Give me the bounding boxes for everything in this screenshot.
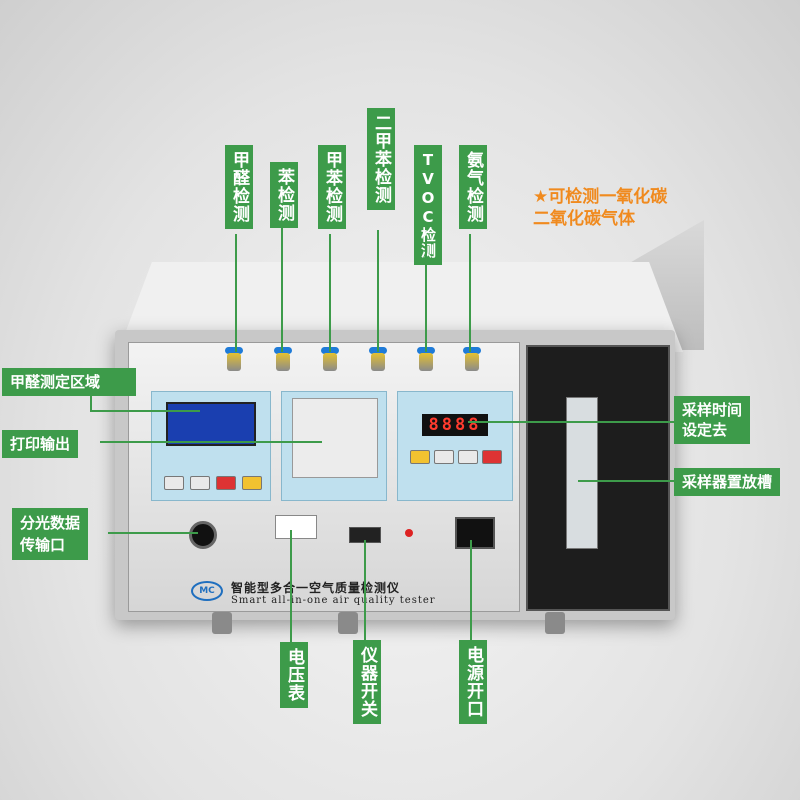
- connector: [425, 238, 427, 352]
- formaldehyde-measure-area: [151, 391, 271, 501]
- brand-name-en: Smart all-in-one air quality tester: [231, 595, 436, 606]
- label-sampling-time-line2: 设定去: [682, 421, 728, 439]
- connector: [329, 234, 331, 352]
- case-foot: [545, 612, 565, 634]
- voltmeter-display: [275, 515, 317, 539]
- connector: [90, 410, 200, 412]
- control-panel: 8888 MC 智能型多合一空气质量检测仪 Smart all-in-one a…: [128, 342, 520, 612]
- formaldehyde-lcd: [166, 402, 256, 446]
- label-toluene: 甲苯检测: [318, 145, 346, 229]
- timer-button[interactable]: [434, 450, 454, 464]
- timer-button[interactable]: [410, 450, 430, 464]
- label-benzene: 苯检测: [270, 162, 298, 228]
- label-voltmeter: 电压表: [280, 642, 308, 708]
- ammonia-inlet[interactable]: [465, 353, 479, 371]
- label-tvoc: TVOC检测: [414, 145, 442, 265]
- brand-logo: MC: [191, 581, 223, 601]
- printer-area: [281, 391, 387, 501]
- label-spectral-data-line1: 分光数据: [20, 514, 81, 532]
- formaldehyde-inlet[interactable]: [227, 353, 241, 371]
- label-ammonia: 氨气检测: [459, 145, 487, 229]
- toluene-inlet[interactable]: [323, 353, 337, 371]
- label-sampling-time: 采样时间 设定去: [674, 396, 751, 444]
- connector: [364, 540, 366, 640]
- label-formaldehyde-area: 甲醛测定区域: [2, 368, 136, 396]
- note-line2: 二氧化碳气体: [533, 209, 635, 229]
- sampler-tray: [526, 345, 670, 611]
- benzene-inlet[interactable]: [276, 353, 290, 371]
- printer-slot[interactable]: [292, 398, 378, 478]
- panel-button[interactable]: [242, 476, 262, 490]
- connector: [100, 441, 322, 443]
- connector: [578, 480, 674, 482]
- label-power-socket: 电源开口: [459, 640, 487, 724]
- label-spectral-data: 分光数据 传输口: [12, 508, 89, 560]
- led-display: 8888: [422, 414, 488, 436]
- flowmeter[interactable]: [566, 397, 598, 549]
- note-line1: ★可检测一氧化碳: [533, 187, 668, 207]
- sensor-cap: [463, 347, 481, 354]
- connector: [470, 540, 472, 640]
- label-formaldehyde: 甲醛检测: [225, 145, 253, 229]
- label-xylene: 二甲苯检测: [367, 108, 395, 210]
- connector: [290, 530, 292, 642]
- xylene-inlet[interactable]: [371, 353, 385, 371]
- brand-name-cn: 智能型多合一空气质量检测仪: [231, 581, 401, 595]
- connector: [468, 421, 674, 423]
- timer-button[interactable]: [458, 450, 478, 464]
- connector: [281, 228, 283, 352]
- connector: [108, 532, 198, 534]
- label-print-output: 打印输出: [2, 430, 79, 458]
- case-foot: [338, 612, 358, 634]
- panel-button[interactable]: [216, 476, 236, 490]
- connector: [377, 230, 379, 352]
- label-sampling-time-line1: 采样时间: [682, 401, 743, 419]
- power-socket[interactable]: [455, 517, 495, 549]
- label-sampler-slot: 采样器置放槽: [674, 468, 781, 496]
- panel-button[interactable]: [190, 476, 210, 490]
- label-spectral-data-line2: 传输口: [20, 536, 66, 554]
- connector: [90, 393, 92, 411]
- panel-button[interactable]: [164, 476, 184, 490]
- label-instrument-switch: 仪器开关: [353, 640, 381, 724]
- connector: [235, 234, 237, 352]
- connector: [469, 234, 471, 352]
- data-port[interactable]: [189, 521, 217, 549]
- sampling-timer-area: 8888: [397, 391, 513, 501]
- power-indicator: [405, 529, 413, 537]
- sensor-cap: [274, 347, 292, 354]
- sensor-cap: [225, 347, 243, 354]
- case-foot: [212, 612, 232, 634]
- timer-button[interactable]: [482, 450, 502, 464]
- tvoc-inlet[interactable]: [419, 353, 433, 371]
